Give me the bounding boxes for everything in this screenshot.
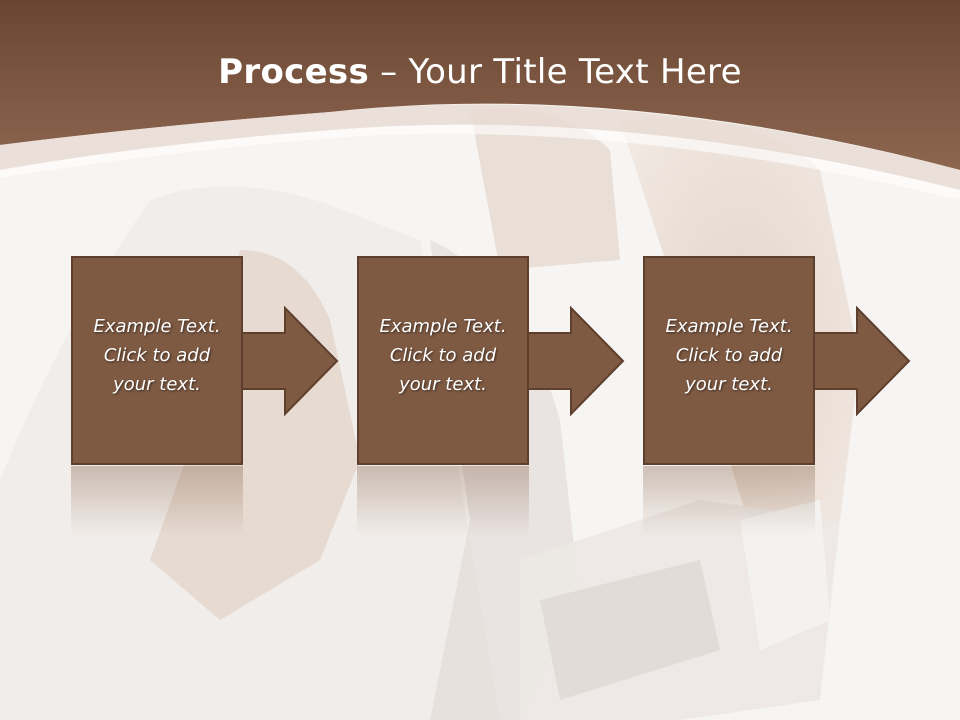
- step-text-line: your text.: [399, 374, 487, 395]
- step-box: [643, 256, 815, 465]
- step-text-line: Example Text.: [665, 316, 793, 337]
- step-box: [357, 256, 529, 465]
- step-text-line: your text.: [113, 374, 201, 395]
- slide-title[interactable]: Process – Your Title Text Here: [0, 52, 960, 92]
- step-text[interactable]: Example Text. Click to add your text.: [71, 312, 243, 399]
- right-arrow-icon: [243, 306, 339, 416]
- step-text-line: Click to add: [389, 345, 497, 366]
- process-step-2[interactable]: Example Text. Click to add your text.: [357, 256, 529, 465]
- right-arrow-icon: [529, 306, 625, 416]
- step-box: [71, 256, 243, 465]
- step-text-line: Click to add: [103, 345, 211, 366]
- step-text-line: your text.: [685, 374, 773, 395]
- step-text-line: Example Text.: [379, 316, 507, 337]
- step-text[interactable]: Example Text. Click to add your text.: [357, 312, 529, 399]
- step-reflection: [357, 466, 529, 536]
- step-text-line: Example Text.: [93, 316, 221, 337]
- title-rest: – Your Title Text Here: [369, 52, 742, 92]
- process-step-1[interactable]: Example Text. Click to add your text.: [71, 256, 243, 465]
- step-text-line: Click to add: [675, 345, 783, 366]
- step-text[interactable]: Example Text. Click to add your text.: [643, 312, 815, 399]
- title-bold: Process: [218, 52, 370, 92]
- right-arrow-icon: [815, 306, 911, 416]
- step-reflection: [643, 466, 815, 536]
- step-reflection: [71, 466, 243, 536]
- process-step-3[interactable]: Example Text. Click to add your text.: [643, 256, 815, 465]
